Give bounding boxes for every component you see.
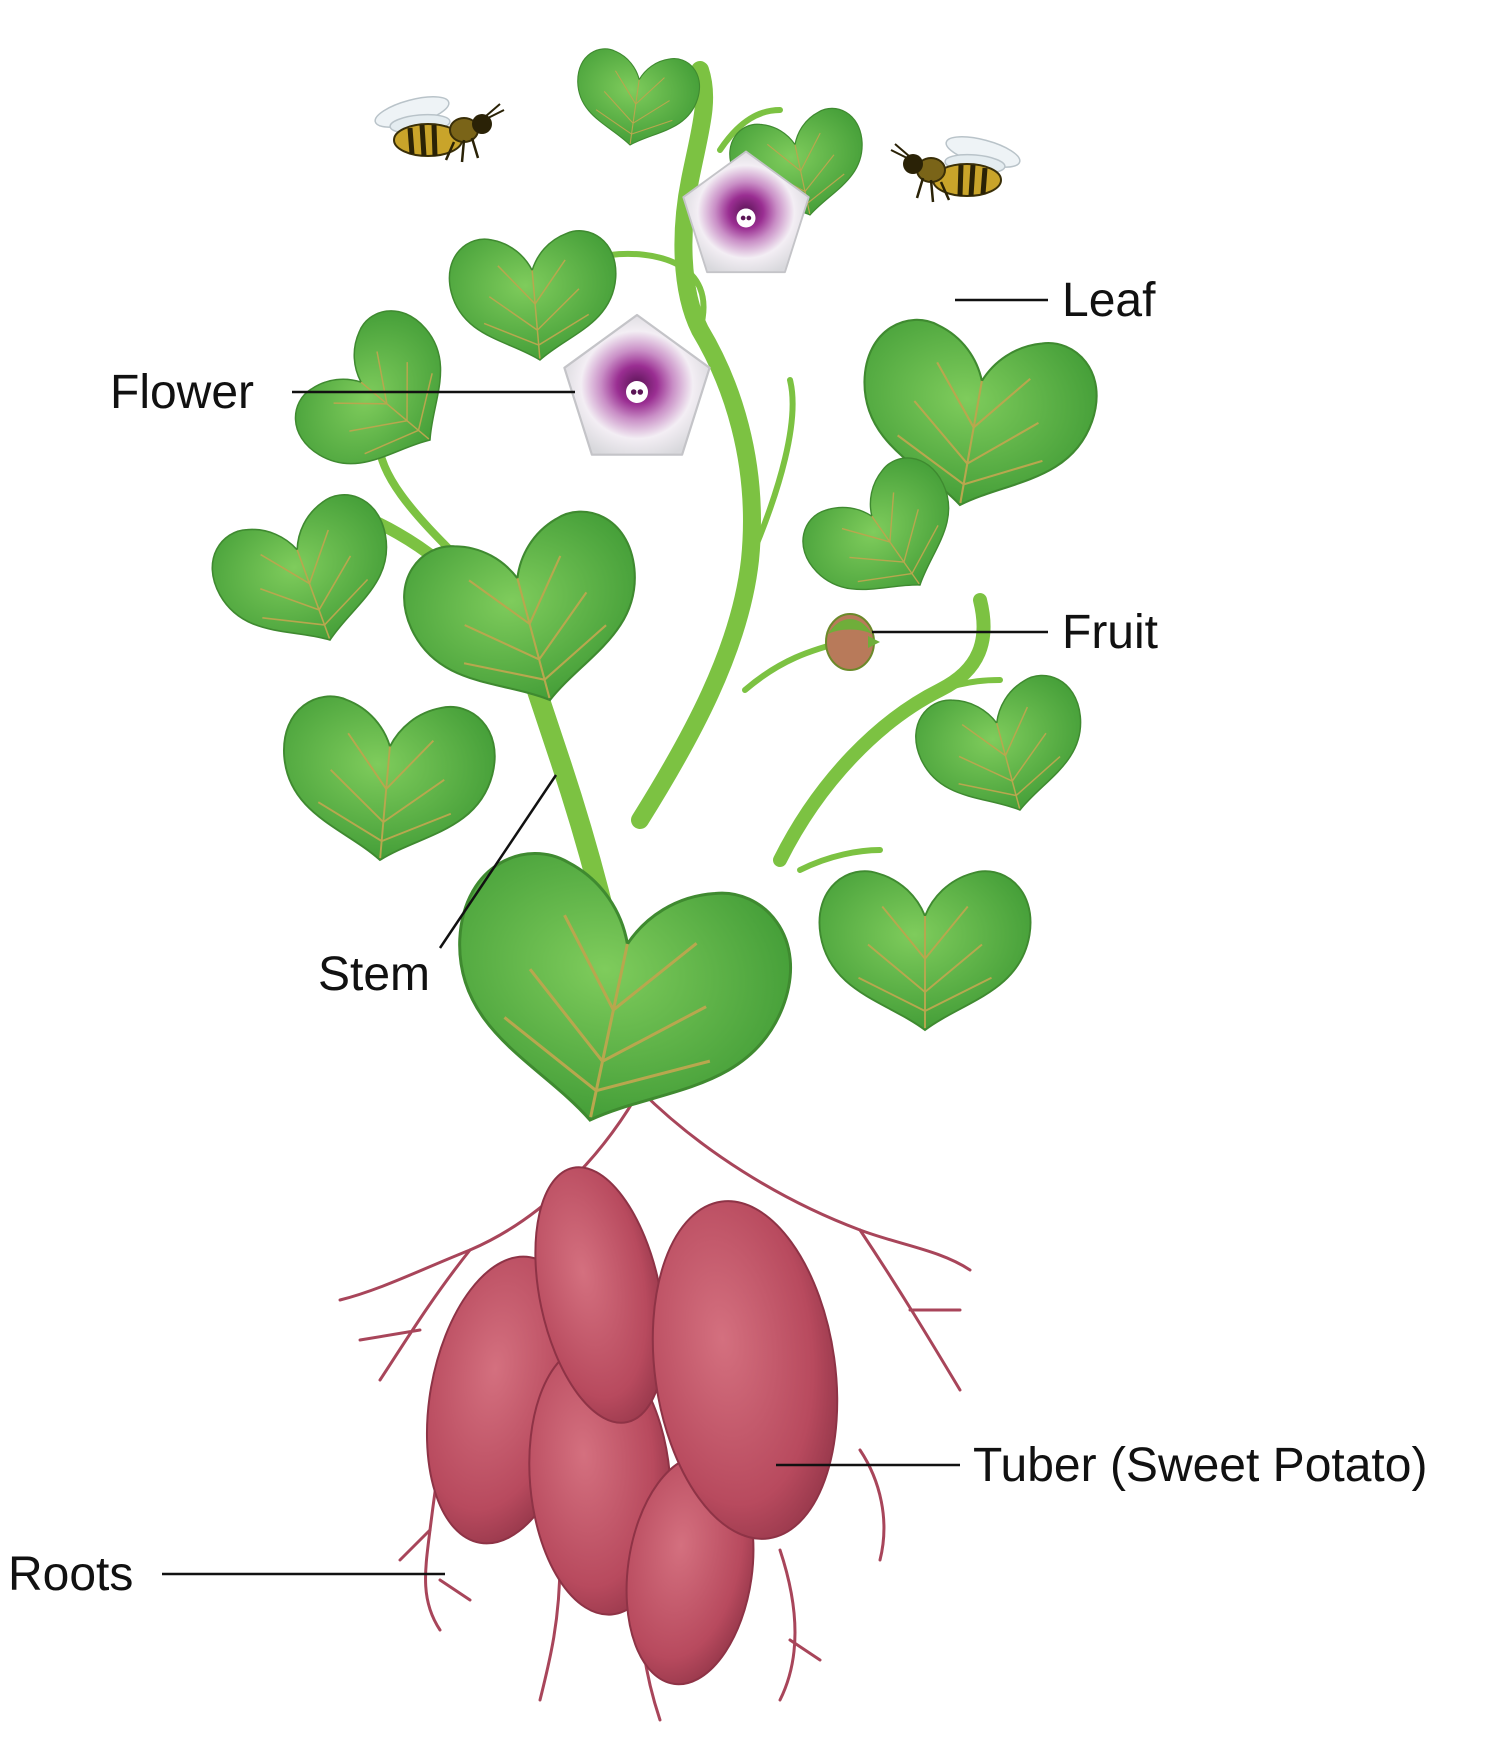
leaf-petiole-2	[747, 377, 796, 563]
fruit-icon	[825, 613, 880, 671]
bee-icon	[372, 91, 504, 162]
root-system	[338, 1088, 972, 1722]
label-stem: Stem	[318, 948, 430, 1001]
leaf-petiole-3	[937, 677, 1003, 693]
leaf-petiole-1	[607, 250, 707, 333]
center-stem	[631, 61, 761, 829]
label-leaf: Leaf	[1062, 274, 1156, 327]
label-tuber: Tuber (Sweet Potato)	[973, 1439, 1427, 1492]
roots	[338, 1088, 972, 1722]
right-stem	[773, 593, 991, 867]
flower-icon	[563, 313, 711, 456]
leaf-icon	[818, 870, 1032, 1031]
labels: Leaf Flower Fruit Stem Tuber (Sweet Pota…	[8, 274, 1427, 1601]
leaf-petiole-5	[717, 107, 783, 153]
leader-lines	[162, 298, 1048, 1576]
leaf-petiole-4	[797, 847, 883, 873]
label-fruit: Fruit	[1062, 606, 1158, 659]
label-flower: Flower	[110, 366, 254, 419]
stem-leader	[438, 774, 558, 949]
leaf-icon	[568, 44, 704, 155]
bee-icon	[891, 131, 1023, 202]
leaf-icon	[425, 838, 807, 1157]
label-roots: Roots	[8, 1548, 133, 1601]
tubers	[425, 1166, 839, 1686]
tuber-right	[651, 1200, 839, 1540]
leaf-icon	[279, 294, 485, 505]
leaf-icon	[199, 483, 415, 672]
leaf-icon	[273, 691, 500, 871]
